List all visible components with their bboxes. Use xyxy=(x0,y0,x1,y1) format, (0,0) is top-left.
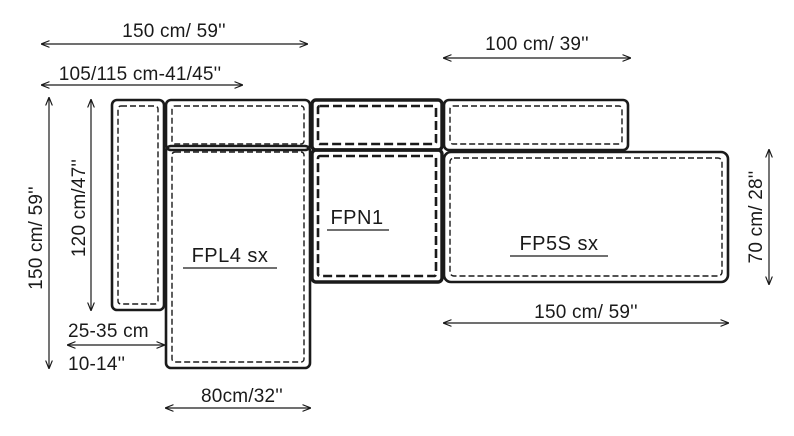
armrest-module xyxy=(110,98,166,312)
top-width-label: 150 cm/ 59'' xyxy=(122,21,226,42)
end-seat xyxy=(442,150,730,284)
armrest-width-in-label: 10-14'' xyxy=(68,354,125,375)
center-backrest xyxy=(310,98,444,152)
chaise-module-label: FPL4 sx xyxy=(192,245,269,267)
end-backrest xyxy=(442,98,630,152)
left-height-label: 150 cm/ 59'' xyxy=(26,186,47,290)
center-seat xyxy=(310,148,444,284)
chaise-seat xyxy=(164,144,312,370)
armrest-width-cm-label: 25-35 cm xyxy=(68,321,149,342)
chaise-backrest xyxy=(164,98,312,152)
bottom-right-width-label: 150 cm/ 59'' xyxy=(534,302,638,323)
armrest-span-label: 105/115 cm-41/45'' xyxy=(59,64,222,85)
end-module-label: FP5S sx xyxy=(519,233,598,255)
end-module xyxy=(442,98,730,284)
center-module-label: FPN1 xyxy=(330,207,383,229)
chaise-module xyxy=(164,98,312,370)
bottom-width-label: 80cm/32'' xyxy=(201,386,283,407)
right-height-label: 70 cm/ 28'' xyxy=(746,171,767,264)
inner-height-label: 120 cm/47'' xyxy=(69,159,90,257)
top-right-width-label: 100 cm/ 39'' xyxy=(485,34,589,55)
center-module xyxy=(310,98,444,284)
